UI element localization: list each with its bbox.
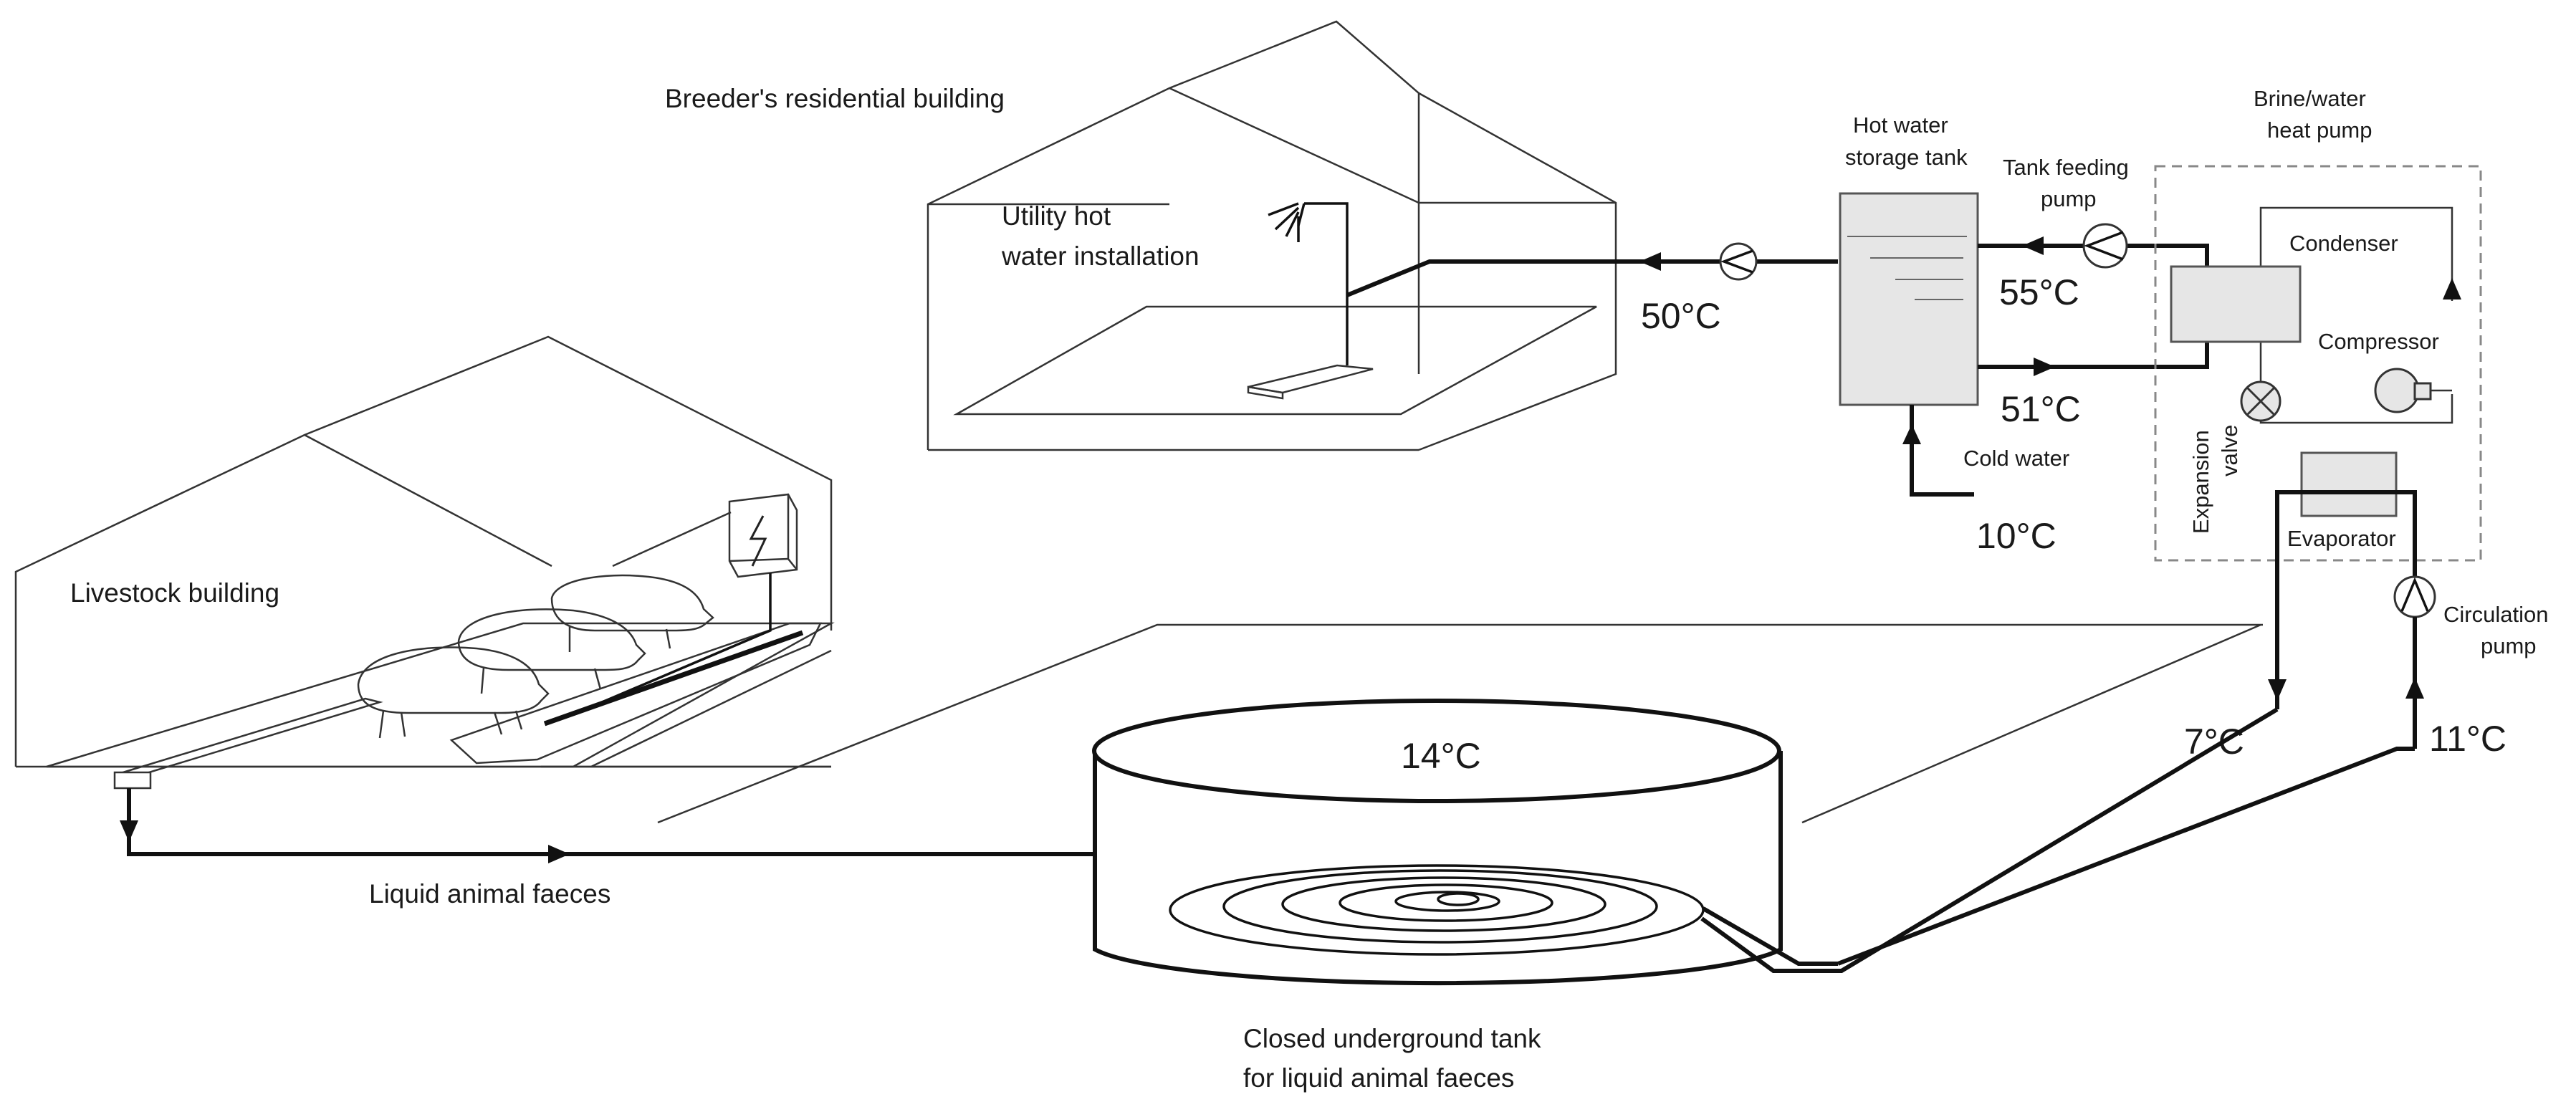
heatpump-label-2: heat pump (2267, 118, 2372, 143)
utility-label-2: water installation (1001, 241, 1200, 271)
slurry-pipe (127, 788, 1095, 856)
slurry-down-arrow (120, 820, 138, 842)
return-arrow (2034, 358, 2055, 376)
temp-cold-in: 10°C (1976, 516, 2057, 556)
expansion-label-1: Expansion (2188, 430, 2213, 534)
residential-building (927, 20, 1617, 451)
heat-pump-boundary (2154, 165, 2482, 562)
brine-out-arrow (2268, 679, 2287, 701)
temp-slurry: 14°C (1401, 736, 1481, 776)
temp-tank-return: 51°C (2001, 389, 2081, 429)
expansion-valve-icon (2240, 380, 2281, 422)
refrigerant-circuit (2259, 206, 2461, 424)
brine-out-pipe (2275, 490, 2396, 709)
ground-plane (657, 623, 2263, 824)
shower-icon (1247, 202, 1374, 400)
feeding-label-1: Tank feeding (2003, 155, 2129, 180)
evaporator-box (2300, 451, 2398, 517)
residential-label: Breeder's residential building (665, 84, 1005, 113)
circulation-label-2: pump (2481, 633, 2537, 658)
cold-water-arrow (1902, 424, 1921, 444)
compressor-label: Compressor (2318, 329, 2439, 354)
brine-in-arrow (2405, 677, 2424, 699)
underground-tank (1092, 699, 2415, 986)
utility-label-1: Utility hot (1002, 201, 1111, 231)
feeding-label-2: pump (2041, 186, 2097, 211)
livestock-building (14, 335, 835, 790)
brine-in-pipe (2396, 490, 2417, 580)
faeces-label: Liquid animal faeces (369, 879, 611, 909)
tank-label-2: for liquid animal faeces (1243, 1063, 1514, 1093)
storage-tank (1839, 192, 1979, 406)
feed-arrow (2022, 236, 2044, 255)
expansion-label-2: valve (2217, 425, 2242, 476)
hot-water-arrow (1639, 252, 1661, 271)
condenser-box (2170, 265, 2302, 343)
heatpump-label-1: Brine/water (2254, 86, 2366, 111)
circulation-label-1: Circulation (2443, 602, 2548, 627)
hot-water-pump (1719, 242, 1758, 281)
compressor-icon (2374, 368, 2452, 413)
feeding-pump (2082, 223, 2128, 269)
temp-tank-feed: 55°C (1999, 272, 2079, 312)
hot-water-pipe (1346, 259, 1838, 297)
evaporator-label: Evaporator (2287, 526, 2396, 551)
temp-brine-out: 7°C (2184, 722, 2244, 762)
lightning-icon (576, 493, 798, 714)
temp-hot-out: 50°C (1641, 296, 1721, 336)
storage-label-2: storage tank (1845, 145, 1968, 170)
condenser-label: Condenser (2289, 231, 2398, 256)
circulation-pump (2393, 575, 2436, 618)
livestock-label: Livestock building (70, 578, 279, 608)
tank-label-1: Closed underground tank (1243, 1024, 1541, 1053)
temp-brine-in: 11°C (2429, 719, 2506, 759)
cold-water-label: Cold water (1963, 446, 2069, 471)
pig-icon (357, 574, 714, 739)
slurry-right-arrow (548, 845, 570, 863)
storage-label-1: Hot water (1853, 112, 1948, 138)
